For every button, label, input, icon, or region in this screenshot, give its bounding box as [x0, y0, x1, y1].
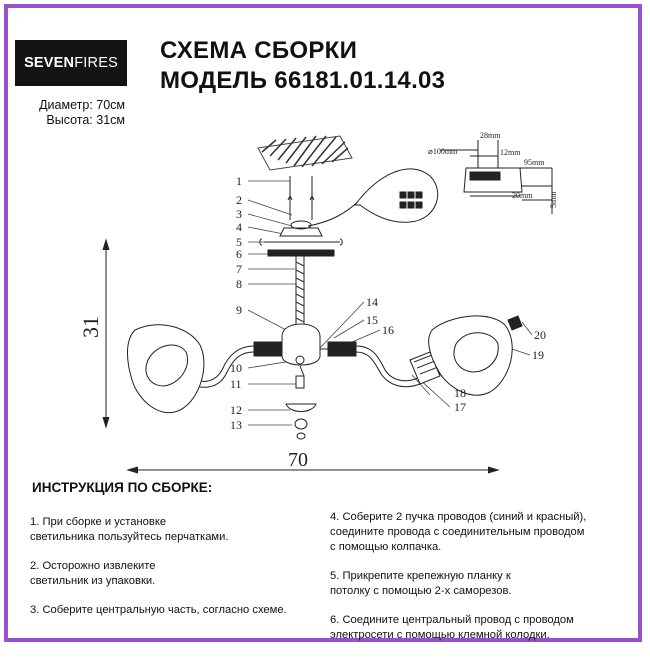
width-dimension	[126, 466, 500, 474]
mount-detail	[440, 140, 553, 214]
part-number: 4	[236, 220, 242, 234]
logo-light: FIRES	[74, 55, 118, 71]
part-number: 16	[382, 323, 394, 337]
part-number: 14	[366, 295, 378, 309]
bottom-cap	[285, 403, 317, 412]
detail-label-12: 12mm	[500, 148, 521, 157]
assembly-diagram: 31 70 ⌀100mm 28mm 12mm 95mm 20mm 5mm 1 2…	[78, 131, 558, 474]
part-number: 18	[454, 386, 466, 400]
part-number: 7	[236, 262, 242, 276]
title-line-1: СХЕМА СБОРКИ	[160, 37, 358, 64]
instructions-heading: ИНСТРУКЦИЯ ПО СБОРКЕ:	[32, 480, 213, 495]
central-body	[281, 323, 321, 366]
height-dimension	[102, 238, 110, 429]
instruction-step: 3. Соберите центральную часть, согласно …	[30, 604, 287, 616]
finial-screw	[295, 375, 305, 389]
part-number: 17	[454, 400, 466, 414]
detail-label-28: 28mm	[480, 131, 501, 140]
detail-label-5: 5mm	[549, 191, 558, 208]
threaded-rod	[295, 255, 305, 333]
detail-label-d100: ⌀100mm	[428, 147, 458, 156]
instructions-left: 1. При сборке и установке светильника по…	[30, 515, 320, 632]
part-number: 5	[236, 235, 242, 249]
part-number: 12	[230, 403, 242, 417]
part-number: 9	[236, 303, 242, 317]
spec-diameter: Диаметр: 70см	[39, 98, 125, 112]
instruction-step: 2. Осторожно извлеките светильник из упа…	[30, 560, 156, 587]
part-number: 1	[236, 174, 242, 188]
instruction-step: 5. Прикрепите крепежную планку к потолку…	[330, 570, 512, 597]
part-number: 6	[236, 247, 242, 261]
part-number: 10	[230, 361, 242, 375]
detail-label-20: 20mm	[512, 191, 533, 200]
part-number: 13	[230, 418, 242, 432]
instructions-right: 4. Соберите 2 пучка проводов (синий и кр…	[330, 510, 630, 657]
ceiling-hatch	[257, 135, 353, 171]
spec-height: Высота: 31см	[46, 113, 125, 127]
logo-bold: SEVEN	[24, 55, 75, 71]
right-arm-sleeve	[327, 341, 357, 357]
supply-wire	[307, 199, 361, 227]
specs: Диаметр: 70см Высота: 31см	[10, 98, 125, 128]
right-arm	[355, 345, 419, 382]
part-number: 15	[366, 313, 378, 327]
part-number: 3	[236, 207, 242, 221]
instruction-step: 4. Соберите 2 пучка проводов (синий и кр…	[330, 511, 587, 553]
shade-cap	[507, 315, 523, 331]
page-border	[4, 4, 642, 642]
instruction-step: 1. При сборке и установке светильника по…	[30, 516, 229, 543]
page-title: СХЕМА СБОРКИ МОДЕЛЬ 66181.01.14.03	[160, 36, 445, 96]
title-line-2: МОДЕЛЬ 66181.01.14.03	[160, 67, 446, 94]
part-number: 20	[534, 328, 546, 342]
instruction-step: 6. Соедините центральный провод с провод…	[330, 614, 574, 641]
part-number: 19	[532, 348, 544, 362]
width-label: 70	[288, 449, 308, 471]
part-number: 8	[236, 277, 242, 291]
finial-ball	[294, 418, 308, 430]
left-arm-sleeve	[253, 341, 283, 357]
height-label: 31	[78, 316, 103, 338]
part-number: 2	[236, 193, 242, 207]
detail-label-95: 95mm	[524, 158, 545, 167]
canopy-plate	[267, 249, 335, 257]
terminal-callout	[353, 168, 439, 223]
part-number: 11	[230, 377, 242, 391]
